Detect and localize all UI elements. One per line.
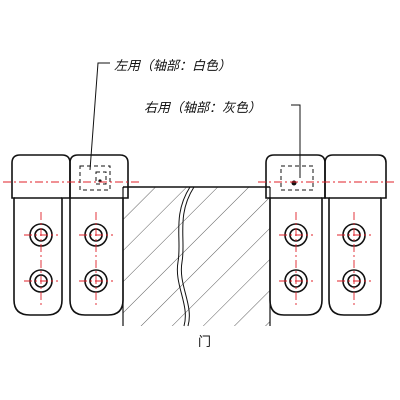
- door-section: [122, 186, 271, 327]
- left-leader-line: [89, 62, 110, 171]
- door-label: 门: [198, 335, 212, 350]
- right-hinge-pin-gray: [280, 165, 314, 191]
- centerlines: [3, 181, 397, 305]
- right-pin-dot: [291, 180, 297, 186]
- right-hinge-label: 右用（轴部：灰色）: [144, 101, 262, 116]
- left-hinge-pin-white: [79, 165, 111, 191]
- right-leader-line: [291, 104, 301, 178]
- left-hinge-label: 左用（轴部：白色）: [114, 59, 232, 74]
